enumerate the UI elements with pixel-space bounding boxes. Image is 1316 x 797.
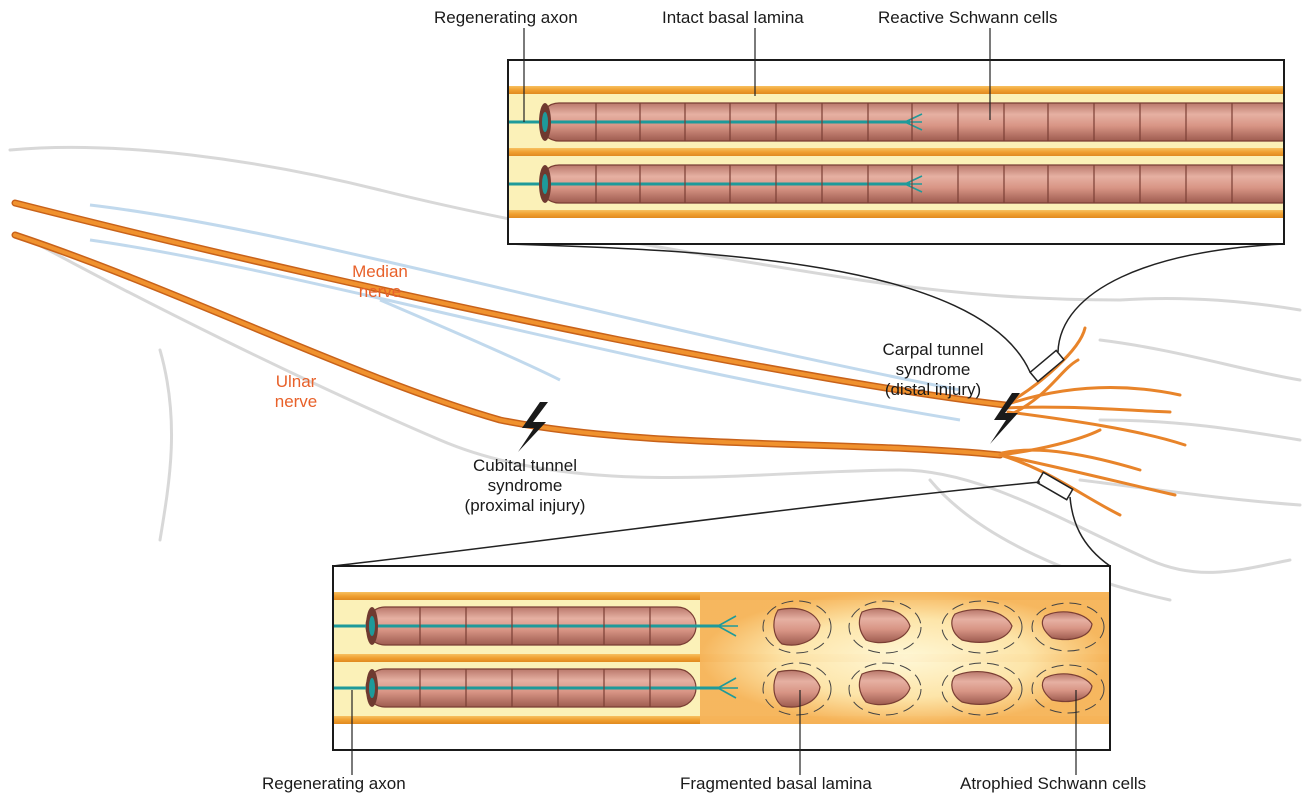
carpal-tunnel-line2: syndrome	[895, 360, 971, 379]
cubital-tunnel-line1: Cubital tunnel	[473, 456, 577, 475]
atrophied-schwann-cells-label: Atrophied Schwann cells	[960, 774, 1147, 793]
ulnar-nerve-label: Ulnar nerve	[268, 372, 324, 412]
arm-outline	[8, 145, 1302, 602]
carpal-tunnel-line3: (distal injury)	[884, 380, 982, 399]
hand-nerve-branches	[998, 326, 1187, 517]
arm-bones	[89, 203, 961, 422]
lightning-bolt-icon	[518, 402, 548, 452]
carpal-tunnel-line1: Carpal tunnel	[882, 340, 984, 359]
proximal-sample-box	[1036, 471, 1074, 501]
carpal-tunnel-label: Carpal tunnel syndrome (distal injury)	[868, 340, 998, 400]
ulnar-nerve-label-line2: nerve	[274, 392, 318, 411]
median-nerve	[11, 199, 1009, 409]
cubital-tunnel-line3: (proximal injury)	[464, 496, 586, 515]
bottom-inset	[332, 565, 1111, 751]
top-regenerating-axon-label: Regenerating axon	[434, 8, 578, 27]
top-inset	[507, 59, 1285, 245]
cubital-tunnel-label: Cubital tunnel syndrome (proximal injury…	[450, 456, 600, 516]
zoom-connectors	[332, 243, 1285, 567]
reactive-schwann-cells-label: Reactive Schwann cells	[878, 8, 1058, 27]
distal-sample-box	[1029, 349, 1065, 383]
lightning-bolt-icon	[990, 393, 1020, 444]
leader-lines	[351, 28, 1077, 775]
median-nerve-label: Median nerve	[350, 262, 410, 302]
ulnar-nerve-label-line1: Ulnar	[275, 372, 317, 391]
cubital-tunnel-line2: syndrome	[487, 476, 563, 495]
bottom-regenerating-axon-label: Regenerating axon	[262, 774, 406, 793]
intact-basal-lamina-label: Intact basal lamina	[662, 8, 804, 27]
median-nerve-label-line1: Median	[352, 262, 408, 281]
fragmented-basal-lamina-label: Fragmented basal lamina	[680, 774, 872, 793]
median-nerve-label-line2: nerve	[358, 282, 402, 301]
ulnar-nerve	[11, 231, 1004, 459]
